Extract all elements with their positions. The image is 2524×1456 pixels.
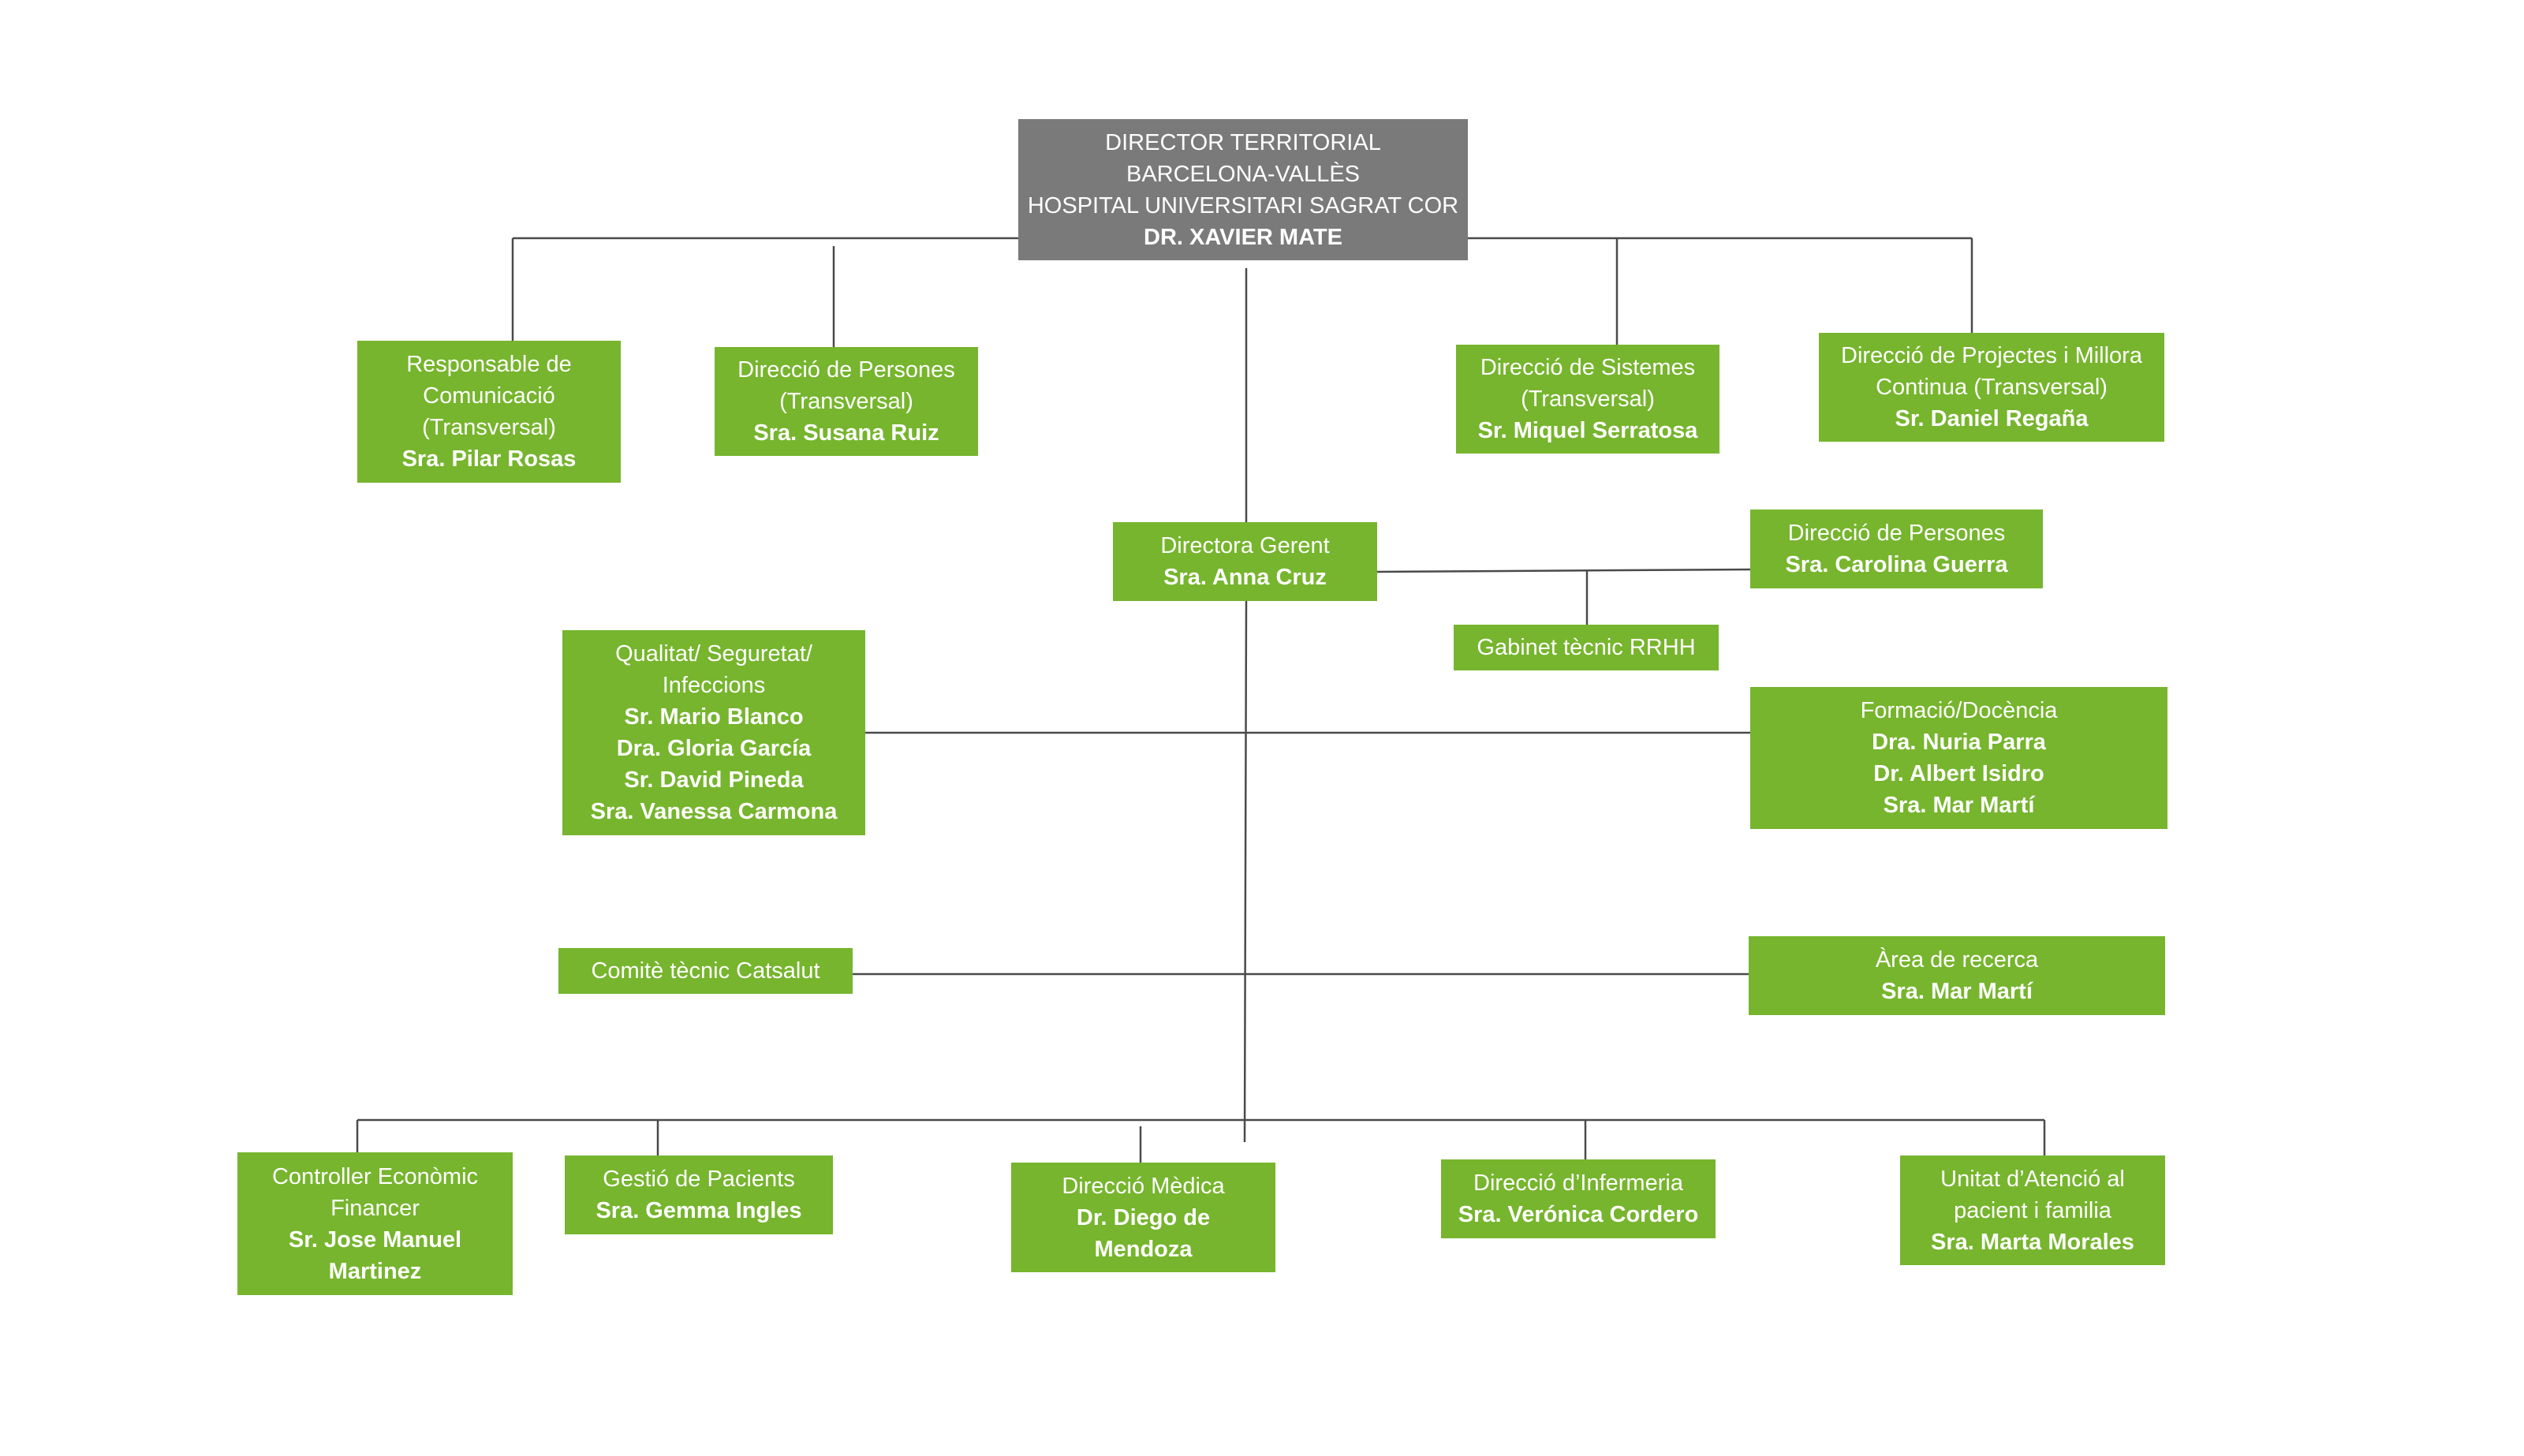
director-name: DR. XAVIER MATE (1144, 224, 1342, 250)
controller-title-line-2: Financer (330, 1195, 420, 1221)
qualitat-name-2: Dra. Gloria García (616, 736, 812, 761)
sistemes-box: Direcció de Sistemes (Transversal) Sr. M… (1456, 345, 1719, 454)
formacio-name-2: Dr. Albert Isidro (1873, 761, 2044, 786)
atencio-title-line-2: pacient i familia (1954, 1197, 2111, 1223)
qualitat-name-3: Sr. David Pineda (624, 767, 804, 793)
gerent-box: Directora Gerent Sra. Anna Cruz (1113, 522, 1377, 601)
recerca-name: Sra. Mar Martí (1881, 979, 2033, 1004)
persones-title: Direcció de Persones (1787, 521, 2006, 546)
director-title-line-2: BARCELONA-VALLÈS (1126, 161, 1361, 187)
sistemes-name: Sr. Miquel Serratosa (1477, 418, 1698, 443)
infermeria-title: Direcció d’Infermeria (1473, 1170, 1683, 1196)
medica-name-line-1: Dr. Diego de (1076, 1204, 1211, 1230)
pacients-name: Sra. Gemma Ingles (596, 1198, 802, 1223)
projectes-box: Direcció de Projectes i Millora Continua… (1819, 333, 2164, 442)
controller-name-line-2: Martinez (328, 1258, 422, 1284)
pacients-box: Gestió de Pacients Sra. Gemma Ingles (565, 1155, 833, 1234)
atencio-title-line-1: Unitat d’Atenció al (1940, 1166, 2125, 1192)
persones-box: Direcció de Persones Sra. Carolina Guerr… (1750, 510, 2043, 588)
controller-box: Controller Econòmic Financer Sr. Jose Ma… (237, 1152, 513, 1295)
qualitat-name-4: Sra. Vanessa Carmona (590, 799, 838, 824)
director-box: DIRECTOR TERRITORIAL BARCELONA-VALLÈS HO… (1018, 119, 1468, 260)
connector-spine-main (1243, 600, 1248, 1143)
pacients-title: Gestió de Pacients (603, 1167, 795, 1192)
projectes-title-line-2: Continua (Transversal) (1876, 375, 2108, 400)
comite-box: Comitè tècnic Catsalut (558, 948, 853, 994)
persones-transversal-title-line-2: (Transversal) (779, 389, 913, 414)
persones-transversal-title-line-1: Direcció de Persones (737, 357, 955, 383)
recerca-title: Àrea de recerca (1875, 947, 2039, 973)
director-title-line-3: HOSPITAL UNIVERSITARI SAGRAT COR (1027, 192, 1459, 218)
qualitat-box: Qualitat/ Seguretat/ Infeccions Sr. Mari… (562, 630, 865, 835)
infermeria-box: Direcció d’Infermeria Sra. Verónica Cord… (1441, 1159, 1716, 1238)
sistemes-title-line-2: (Transversal) (1521, 386, 1655, 412)
medica-box: Direcció Mèdica Dr. Diego de Mendoza (1011, 1163, 1275, 1272)
infermeria-name: Sra. Verónica Cordero (1458, 1202, 1699, 1227)
projectes-title-line-1: Direcció de Projectes i Millora (1841, 343, 2142, 368)
formacio-name-1: Dra. Nuria Parra (1872, 730, 2046, 755)
controller-name-line-1: Sr. Jose Manuel (288, 1226, 462, 1253)
projectes-name: Sr. Daniel Regaña (1895, 406, 2089, 431)
comite-title: Comitè tècnic Catsalut (591, 958, 820, 984)
comunicacio-title-line-1: Responsable de (406, 352, 572, 377)
controller-title-line-1: Controller Econòmic (271, 1163, 479, 1189)
medica-name-line-2: Mendoza (1094, 1236, 1193, 1262)
gabinet-title: Gabinet tècnic RRHH (1477, 635, 1696, 660)
qualitat-title-line-1: Qualitat/ Seguretat/ (615, 641, 812, 666)
connector-gerent-persones (1376, 568, 1752, 573)
comunicacio-title-line-3: (Transversal) (422, 415, 556, 440)
persones-transversal-box: Direcció de Persones (Transversal) Sra. … (715, 347, 978, 456)
persones-name: Sra. Carolina Guerra (1785, 552, 2008, 577)
formacio-name-3: Sra. Mar Martí (1883, 793, 2035, 818)
formacio-box: Formació/Docència Dra. Nuria Parra Dr. A… (1750, 687, 2167, 829)
persones-transversal-name: Sra. Susana Ruiz (753, 420, 939, 446)
atencio-box: Unitat d’Atenció al pacient i familia Sr… (1900, 1155, 2165, 1265)
sistemes-title-line-1: Direcció de Sistemes (1480, 355, 1696, 380)
atencio-name: Sra. Marta Morales (1931, 1229, 2134, 1255)
comunicacio-name: Sra. Pilar Rosas (401, 446, 577, 472)
qualitat-name-1: Sr. Mario Blanco (624, 704, 804, 730)
formacio-title: Formació/Docència (1860, 698, 2058, 723)
director-title-line-1: DIRECTOR TERRITORIAL (1105, 129, 1381, 155)
gabinet-box: Gabinet tècnic RRHH (1454, 625, 1719, 670)
qualitat-title-line-2: Infeccions (662, 673, 766, 698)
gerent-title: Directora Gerent (1160, 533, 1330, 558)
comunicacio-box: Responsable de Comunicació (Transversal)… (357, 341, 621, 483)
medica-title: Direcció Mèdica (1062, 1173, 1225, 1199)
recerca-box: Àrea de recerca Sra. Mar Martí (1749, 936, 2165, 1015)
gerent-name: Sra. Anna Cruz (1163, 565, 1327, 590)
comunicacio-title-line-2: Comunicació (423, 383, 555, 409)
